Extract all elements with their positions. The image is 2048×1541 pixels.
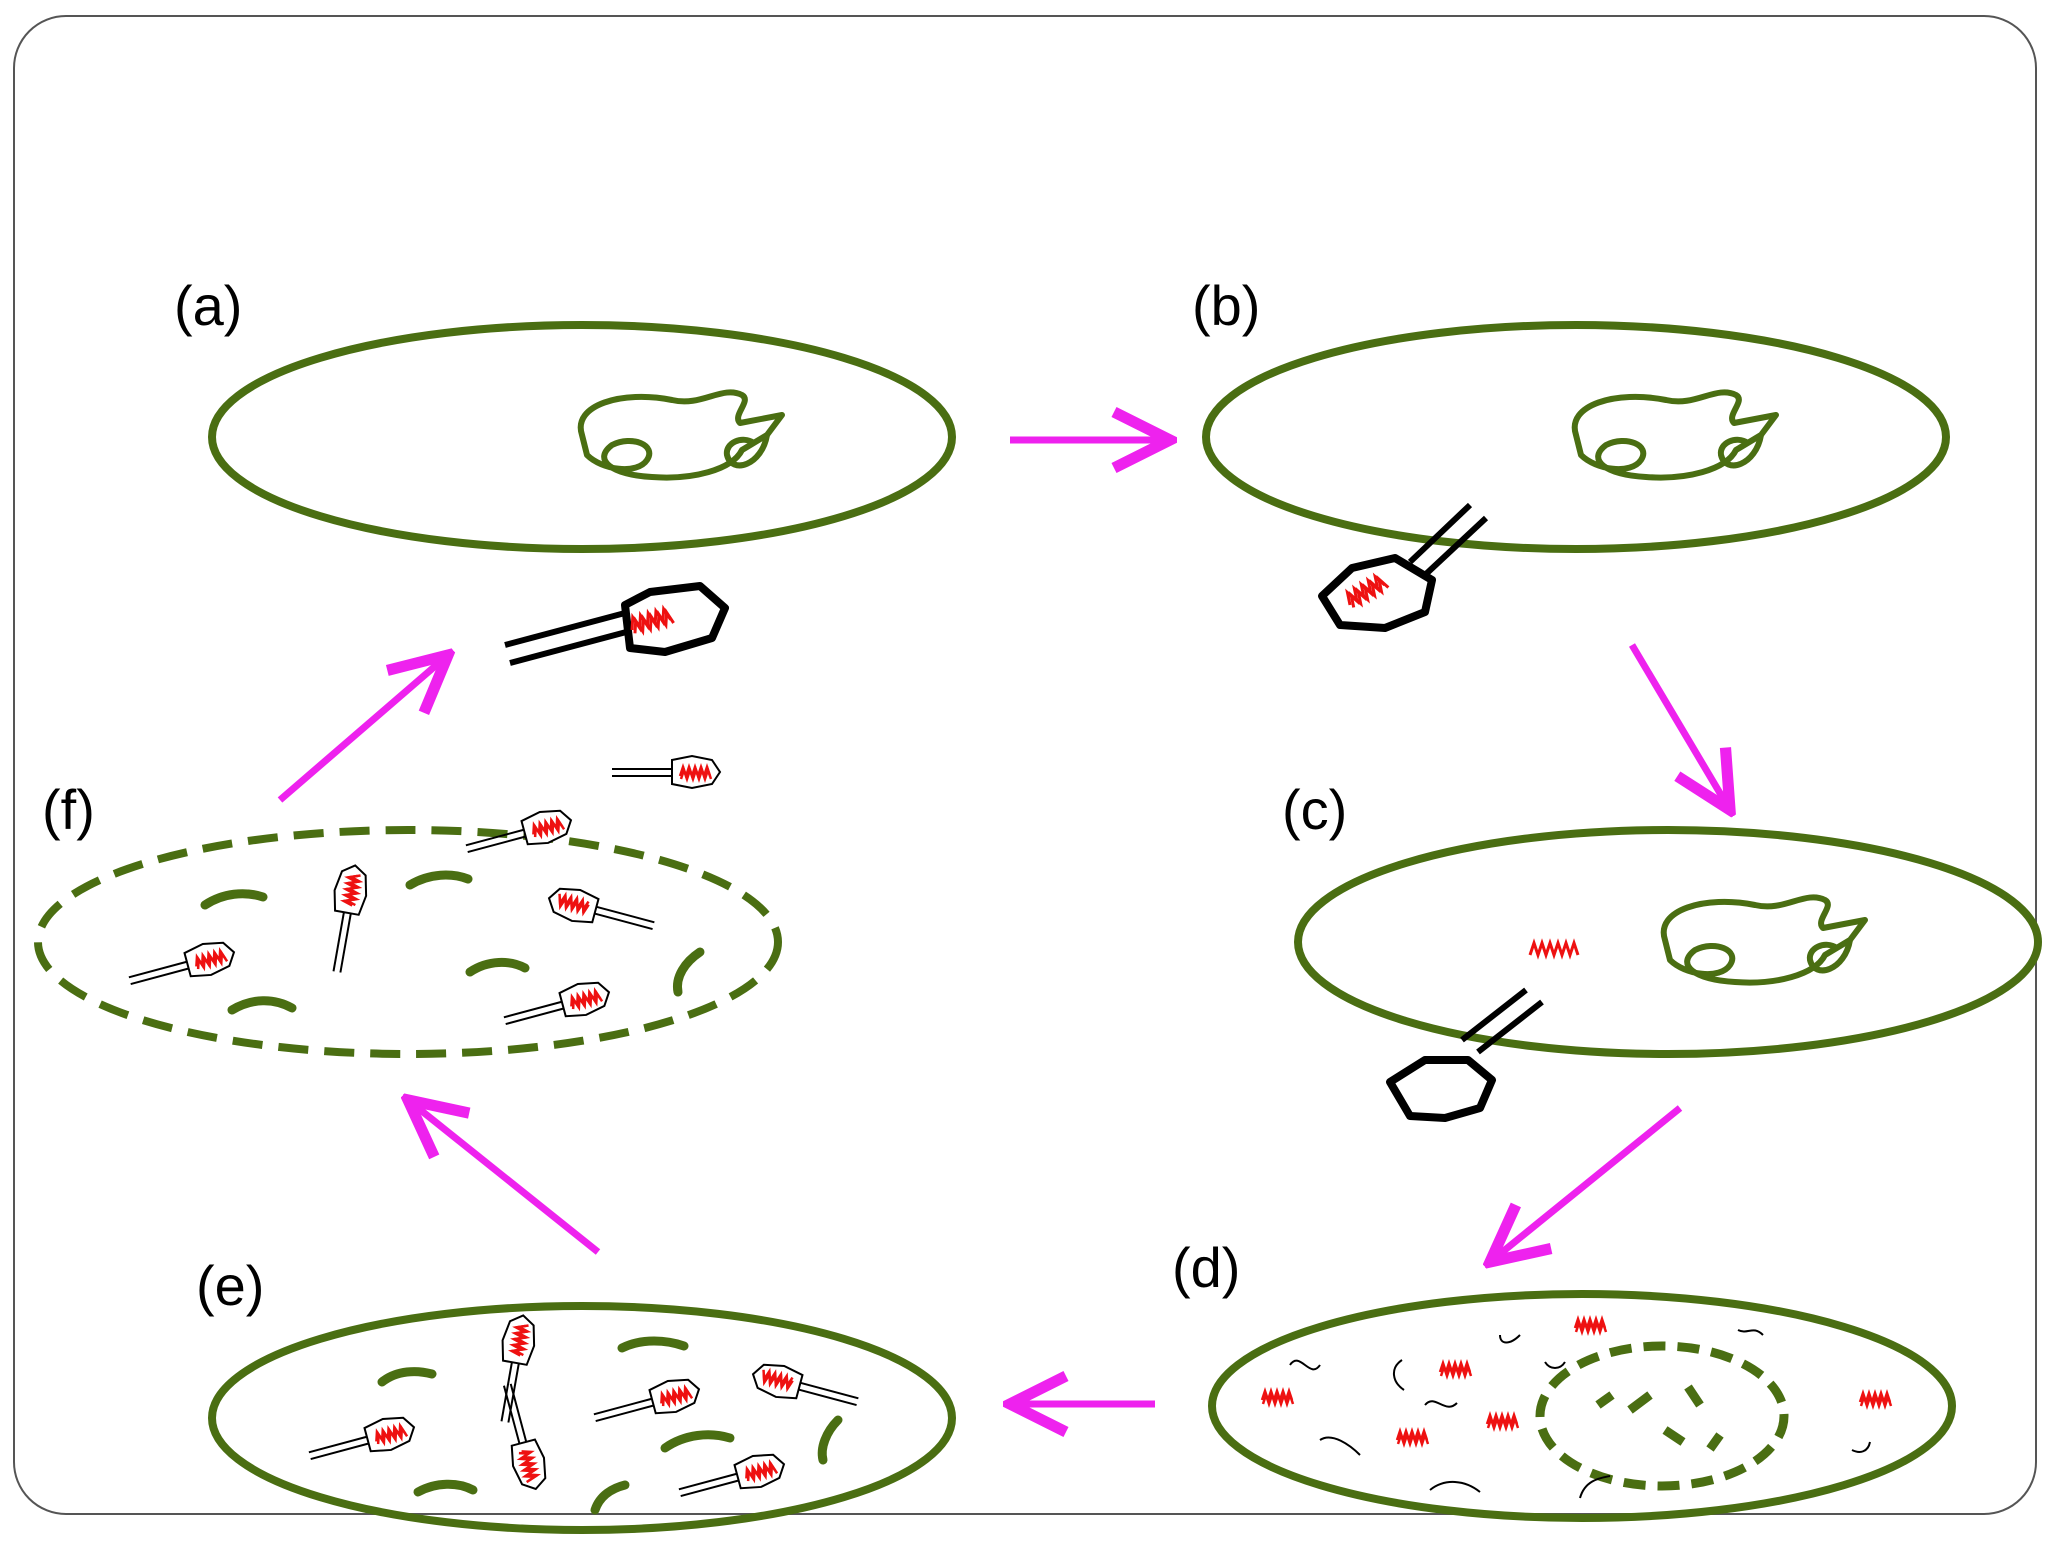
panel-b — [1202, 321, 1950, 632]
degrading-chromosome — [1535, 1341, 1789, 1491]
cell-debris — [200, 870, 705, 1015]
panel-a — [208, 321, 956, 666]
arrow-b-to-c — [1628, 643, 1730, 810]
bacterial-cell — [208, 321, 956, 553]
bacterial-cell — [1202, 321, 1950, 553]
panel-label-c: (c) — [1282, 778, 1348, 841]
lysed-cell — [34, 826, 782, 1058]
injected-dna — [1528, 938, 1580, 960]
phage-free — [504, 582, 729, 666]
arrow-e-to-f — [408, 1100, 601, 1255]
panel-e — [208, 1302, 956, 1534]
bacterial-cell — [1208, 1290, 1956, 1522]
phage-attached — [1318, 502, 1489, 632]
bacterial-cell — [208, 1302, 956, 1534]
protein-fragments — [1289, 1329, 1871, 1499]
panel-label-d: (d) — [1172, 1236, 1241, 1299]
panel-d — [1208, 1290, 1956, 1522]
panel-label-b: (b) — [1192, 274, 1261, 337]
panel-f — [34, 754, 782, 1058]
panel-label-a: (a) — [174, 274, 243, 337]
phage-empty-capsid — [1386, 987, 1544, 1122]
arrow-c-to-d — [1490, 1105, 1683, 1262]
panel-label-f: (f) — [42, 778, 95, 841]
arrow-f-to-a — [277, 655, 448, 803]
panel-c — [1294, 826, 2042, 1122]
panel-label-e: (e) — [196, 1254, 265, 1317]
cell-debris — [377, 1336, 843, 1515]
cycle-arrows — [277, 440, 1730, 1404]
bacterial-cell — [1294, 826, 2042, 1058]
slide-frame — [13, 15, 2037, 1515]
